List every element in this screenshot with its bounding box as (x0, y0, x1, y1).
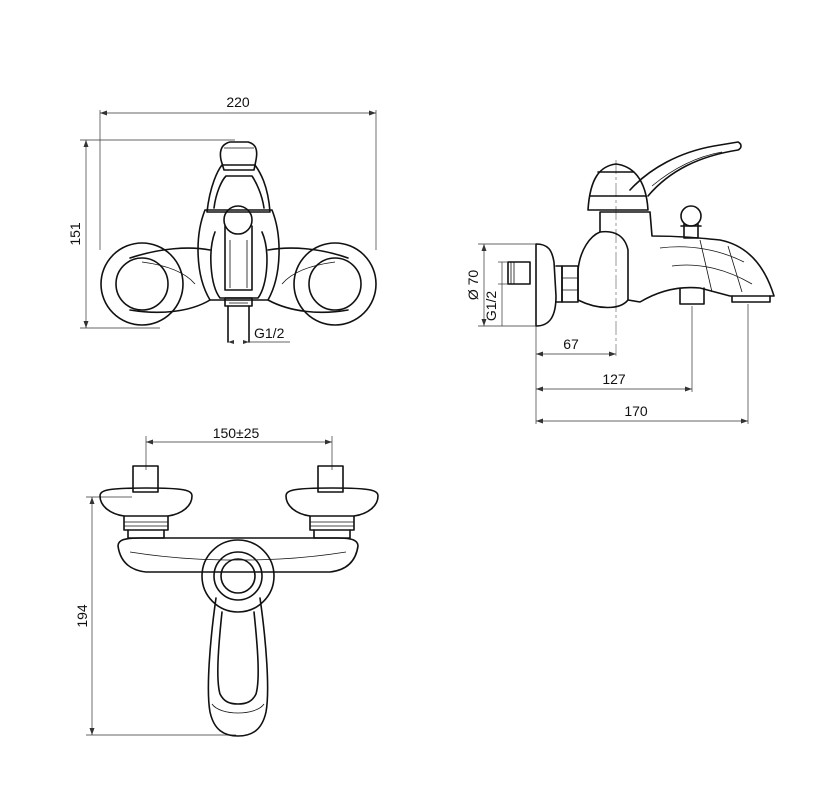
top-view: 150±25 194 (74, 425, 379, 737)
front-height-dim: 151 (67, 222, 83, 246)
front-outlet-thread: G1/2 (254, 325, 285, 341)
front-width-dim: 220 (226, 94, 250, 110)
side-depth-170: 170 (624, 403, 648, 419)
top-height-dim: 194 (74, 604, 90, 628)
side-thread-dim: G1/2 (483, 291, 499, 322)
side-depth-67: 67 (563, 336, 579, 352)
side-diameter-dim: Ø 70 (465, 270, 481, 301)
side-depth-127: 127 (602, 371, 626, 387)
front-view: 220 151 (67, 94, 377, 344)
side-view: Ø 70 G1/2 67 127 170 (465, 141, 775, 424)
top-spacing-dim: 150±25 (213, 425, 260, 441)
